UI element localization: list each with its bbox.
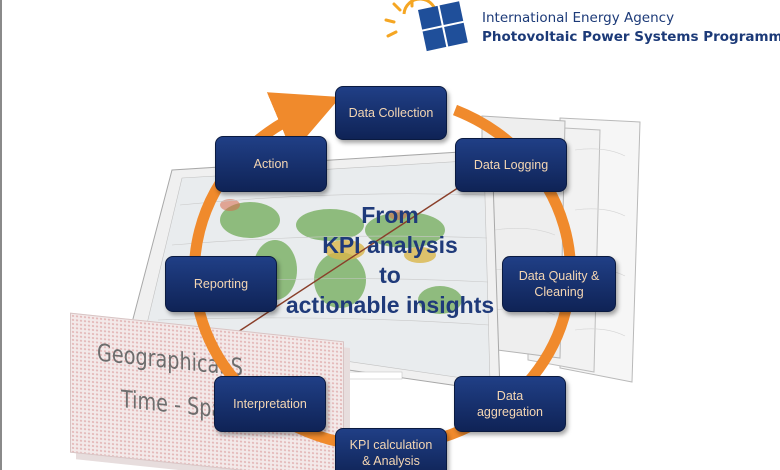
step-data-quality-cleaning[interactable]: Data Quality & Cleaning <box>502 256 616 312</box>
left-border <box>0 0 2 470</box>
step-data-collection[interactable]: Data Collection <box>335 86 447 140</box>
center-title: From KPI analysis to actionable insights <box>285 202 495 318</box>
logo-text: International Energy Agency Photovoltaic… <box>482 9 780 47</box>
step-action[interactable]: Action <box>215 136 327 192</box>
programme-name: Photovoltaic Power Systems Programme <box>482 29 780 45</box>
step-kpi-calculation-analysis[interactable]: KPI calculation & Analysis <box>335 428 447 470</box>
step-reporting[interactable]: Reporting <box>165 256 277 312</box>
step-interpretation[interactable]: Interpretation <box>214 376 326 432</box>
step-data-logging[interactable]: Data Logging <box>455 138 567 192</box>
sun-panel-icon <box>384 0 468 52</box>
step-data-aggregation[interactable]: Data aggregation <box>454 376 566 432</box>
org-name: International Energy Agency <box>482 10 675 26</box>
iea-pvps-logo: International Energy Agency Photovoltaic… <box>378 0 780 62</box>
